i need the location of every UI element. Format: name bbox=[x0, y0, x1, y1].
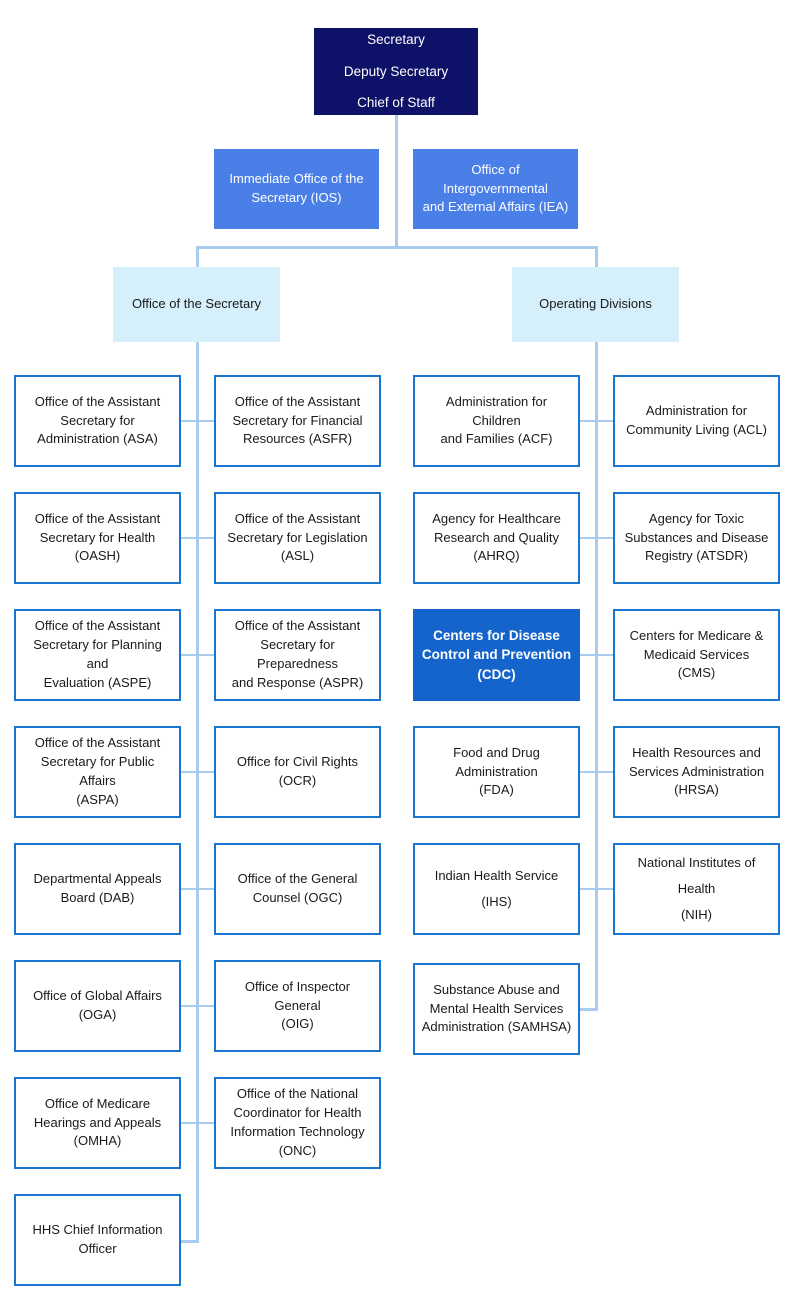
node-label: Office of Inspector General (OIG) bbox=[244, 978, 351, 1032]
node-hrsa[interactable]: Health Resources and Services Administra… bbox=[613, 726, 780, 818]
connector-row-aspe bbox=[180, 654, 215, 656]
node-label: Office of the Assistant Secretary for Pr… bbox=[231, 618, 364, 690]
connector-row-fda bbox=[578, 771, 614, 773]
node-oga[interactable]: Office of Global Affairs (OGA) bbox=[14, 960, 181, 1052]
node-label: HHS Chief Information Officer bbox=[32, 1222, 163, 1256]
node-omha[interactable]: Office of Medicare Hearings and Appeals … bbox=[14, 1077, 181, 1169]
connector-row-samhsa bbox=[578, 1008, 598, 1011]
node-asa[interactable]: Office of the Assistant Secretary for Ad… bbox=[14, 375, 181, 467]
node-label: Office of the General Counsel (OGC) bbox=[237, 871, 358, 905]
connector-row-oash bbox=[180, 537, 215, 539]
node-label: Office of Intergovernmental and External… bbox=[422, 161, 569, 215]
connector-row2-horizontal bbox=[196, 246, 598, 249]
node-label: Office of Global Affairs (OGA) bbox=[33, 988, 162, 1022]
node-atsdr[interactable]: Agency for Toxic Substances and Disease … bbox=[613, 492, 780, 584]
node-label: Operating Divisions bbox=[539, 296, 652, 312]
connector-to-office-of-secretary bbox=[196, 246, 199, 268]
node-label: Health Resources and Services Administra… bbox=[628, 744, 765, 798]
node-ahrq[interactable]: Agency for Healthcare Research and Quali… bbox=[413, 492, 580, 584]
trunk-operating-divisions bbox=[595, 341, 598, 1011]
connector-row-acf bbox=[578, 420, 614, 422]
node-label: Food and Drug Administration (FDA) bbox=[453, 744, 540, 798]
node-label: Office of the Secretary bbox=[131, 296, 262, 312]
connector-row-omha bbox=[180, 1122, 215, 1124]
node-ocr[interactable]: Office for Civil Rights (OCR) bbox=[214, 726, 381, 818]
connector-row-dab bbox=[180, 888, 215, 890]
node-aspr[interactable]: Office of the Assistant Secretary for Pr… bbox=[214, 609, 381, 701]
node-onc[interactable]: Office of the National Coordinator for H… bbox=[214, 1077, 381, 1169]
connector-row-aspa bbox=[180, 771, 215, 773]
node-ihs[interactable]: Indian Health Service (IHS) bbox=[413, 843, 580, 935]
node-label: Office of the Assistant Secretary for Pu… bbox=[34, 735, 161, 807]
node-acl[interactable]: Administration for Community Living (ACL… bbox=[613, 375, 780, 467]
node-fda[interactable]: Food and Drug Administration (FDA) bbox=[413, 726, 580, 818]
node-label: Agency for Healthcare Research and Quali… bbox=[432, 510, 561, 564]
node-label: Immediate Office of the Secretary (IOS) bbox=[229, 171, 364, 205]
trunk-office-of-secretary bbox=[196, 341, 199, 1243]
node-label: Office of the Assistant Secretary for Pl… bbox=[33, 618, 162, 690]
connector-row-ahrq bbox=[578, 537, 614, 539]
connector-top-to-row2 bbox=[395, 115, 398, 248]
node-samhsa[interactable]: Substance Abuse and Mental Health Servic… bbox=[413, 963, 580, 1055]
connector-row-oga bbox=[180, 1005, 215, 1007]
node-asfr[interactable]: Office of the Assistant Secretary for Fi… bbox=[214, 375, 381, 467]
node-label: Office of the Assistant Secretary for Fi… bbox=[232, 393, 363, 447]
connector-row-asa bbox=[180, 420, 215, 422]
node-label: Agency for Toxic Substances and Disease … bbox=[624, 510, 769, 564]
node-ios[interactable]: Immediate Office of the Secretary (IOS) bbox=[214, 149, 379, 229]
node-label: Centers for Medicare & Medicaid Services… bbox=[629, 627, 764, 681]
connector-row-hhs-cio bbox=[180, 1240, 199, 1243]
node-ogc[interactable]: Office of the General Counsel (OGC) bbox=[214, 843, 381, 935]
node-label: Administration for Community Living (ACL… bbox=[626, 403, 767, 437]
node-label: Office for Civil Rights (OCR) bbox=[236, 754, 359, 788]
node-label: Office of Medicare Hearings and Appeals … bbox=[33, 1095, 162, 1149]
node-hhs-cio[interactable]: HHS Chief Information Officer bbox=[14, 1194, 181, 1286]
node-nih[interactable]: National Institutes of Health (NIH) bbox=[613, 843, 780, 935]
node-iea[interactable]: Office of Intergovernmental and External… bbox=[413, 149, 578, 229]
node-aspa[interactable]: Office of the Assistant Secretary for Pu… bbox=[14, 726, 181, 818]
node-label: Office of the National Coordinator for H… bbox=[230, 1086, 365, 1158]
node-label: Substance Abuse and Mental Health Servic… bbox=[421, 981, 572, 1035]
node-label: Office of the Assistant Secretary for Le… bbox=[227, 510, 368, 564]
node-oash[interactable]: Office of the Assistant Secretary for He… bbox=[14, 492, 181, 584]
connector-row-cdc bbox=[578, 654, 614, 656]
node-asl[interactable]: Office of the Assistant Secretary for Le… bbox=[214, 492, 381, 584]
node-label: National Institutes of Health (NIH) bbox=[637, 855, 756, 922]
node-cdc[interactable]: Centers for Disease Control and Preventi… bbox=[413, 609, 580, 701]
node-label: Indian Health Service (IHS) bbox=[434, 868, 559, 909]
node-label: Secretary Deputy Secretary Chief of Staf… bbox=[343, 31, 449, 111]
node-office-of-the-secretary[interactable]: Office of the Secretary bbox=[113, 267, 280, 342]
node-label: Office of the Assistant Secretary for He… bbox=[34, 510, 161, 564]
node-aspe[interactable]: Office of the Assistant Secretary for Pl… bbox=[14, 609, 181, 701]
node-secretary[interactable]: Secretary Deputy Secretary Chief of Staf… bbox=[314, 28, 478, 115]
node-acf[interactable]: Administration for Children and Families… bbox=[413, 375, 580, 467]
node-label: Departmental Appeals Board (DAB) bbox=[33, 871, 162, 905]
node-dab[interactable]: Departmental Appeals Board (DAB) bbox=[14, 843, 181, 935]
node-oig[interactable]: Office of Inspector General (OIG) bbox=[214, 960, 381, 1052]
connector-row-ihs bbox=[578, 888, 614, 890]
node-cms[interactable]: Centers for Medicare & Medicaid Services… bbox=[613, 609, 780, 701]
node-operating-divisions[interactable]: Operating Divisions bbox=[512, 267, 679, 342]
node-label: Office of the Assistant Secretary for Ad… bbox=[34, 393, 161, 447]
connector-to-operating-divisions bbox=[595, 246, 598, 268]
node-label: Administration for Children and Families… bbox=[440, 393, 553, 447]
node-label: Centers for Disease Control and Preventi… bbox=[421, 627, 572, 682]
